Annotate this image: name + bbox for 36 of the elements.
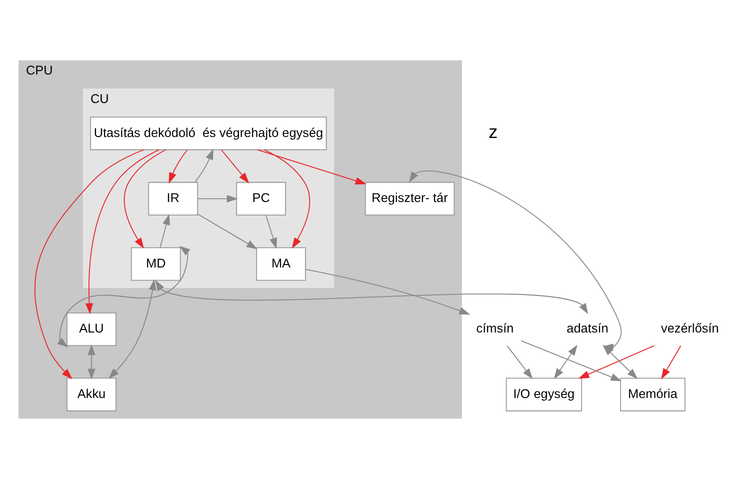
- node-box: Utasítás dekódoló és végrehajtó egység: [90, 116, 327, 150]
- arrow: [506, 345, 533, 380]
- arrow: [86, 149, 160, 314]
- arrow: [197, 214, 258, 250]
- arrow: [520, 340, 622, 382]
- arrow: [168, 150, 188, 184]
- arrow: [57, 246, 190, 348]
- node-box: IR: [148, 182, 198, 216]
- node-text: vezérlősín: [661, 322, 719, 336]
- arrow: [194, 148, 214, 183]
- arrow: [221, 150, 250, 184]
- node-box: Memória: [620, 378, 686, 412]
- node-box: Akku: [66, 378, 116, 412]
- arrow: [661, 345, 682, 380]
- node-box: MA: [256, 247, 306, 281]
- arrow: [197, 194, 238, 202]
- arrow: [34, 149, 144, 380]
- arrow: [554, 344, 578, 380]
- node-text: adatsín: [566, 322, 608, 336]
- node-box: PC: [236, 182, 286, 216]
- arrow: [88, 344, 96, 380]
- node-text: címsín: [476, 322, 514, 336]
- arrow: [266, 214, 277, 249]
- arrow: [124, 149, 166, 249]
- arrow: [160, 214, 170, 248]
- node-box: MD: [130, 247, 181, 281]
- arrow: [257, 149, 366, 184]
- node-box: Regiszter- tár: [364, 182, 455, 216]
- label: z: [488, 122, 498, 142]
- arrow: [108, 279, 156, 379]
- arrow: [155, 280, 588, 314]
- arrow: [305, 268, 470, 315]
- arrow: [264, 149, 310, 249]
- node-box: I/O egység: [506, 378, 582, 412]
- arrow: [578, 345, 655, 379]
- node-box: ALU: [66, 312, 116, 346]
